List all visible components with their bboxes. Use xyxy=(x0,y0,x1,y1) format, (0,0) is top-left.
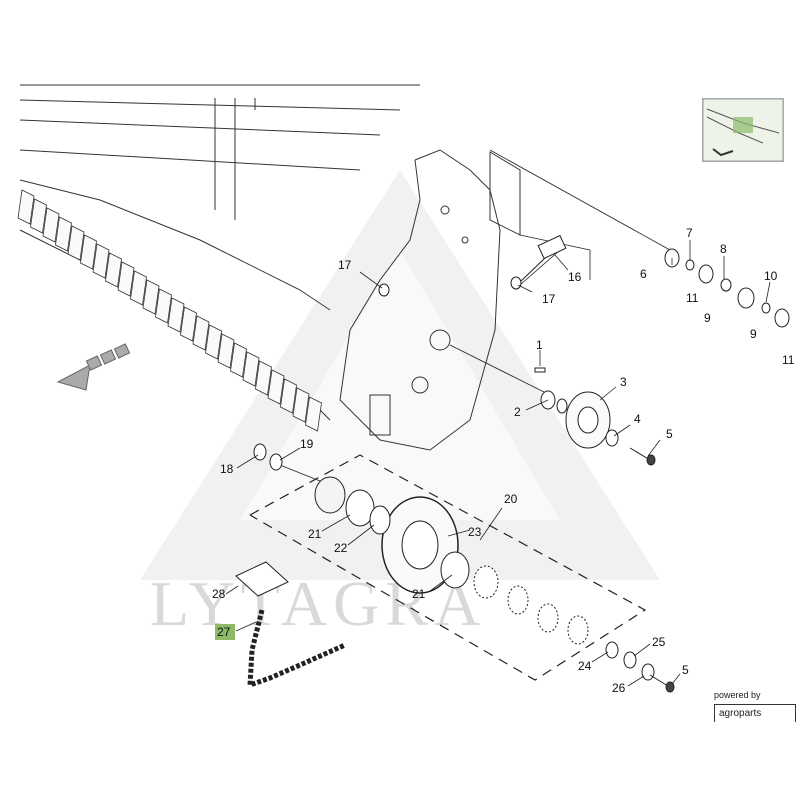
belt-slat xyxy=(305,396,322,432)
label-9-a[interactable]: 9 xyxy=(704,311,711,325)
label-11-b[interactable]: 11 xyxy=(782,353,795,367)
belt-slat xyxy=(205,324,222,360)
label-3[interactable]: 3 xyxy=(620,375,627,389)
belt-slat xyxy=(167,297,185,333)
label-28[interactable]: 28 xyxy=(212,587,226,601)
part-labels: 1 2 3 4 5 5 6 7 8 9 9 10 11 11 16 17 17 … xyxy=(212,226,795,695)
label-24[interactable]: 24 xyxy=(578,659,592,673)
label-25[interactable]: 25 xyxy=(652,635,666,649)
label-4[interactable]: 4 xyxy=(634,412,641,426)
belt-slat xyxy=(180,306,197,342)
highlight-27 xyxy=(215,624,235,640)
label-17-a[interactable]: 17 xyxy=(338,258,352,272)
powered-by-label: powered by xyxy=(714,690,761,700)
overview-thumbnail[interactable] xyxy=(702,98,784,162)
belt-slat xyxy=(117,261,135,297)
belt-slats xyxy=(17,189,322,432)
label-21-a[interactable]: 21 xyxy=(308,527,322,541)
belt-slat xyxy=(242,351,260,387)
belt-slat xyxy=(292,387,310,423)
label-22[interactable]: 22 xyxy=(334,541,348,555)
label-27[interactable]: 27 xyxy=(217,625,231,639)
belt-slat xyxy=(230,342,247,378)
label-23[interactable]: 23 xyxy=(468,525,482,539)
label-18[interactable]: 18 xyxy=(220,462,234,476)
powered-by-brand[interactable]: agroparts xyxy=(714,704,796,722)
label-9-b[interactable]: 9 xyxy=(750,327,757,341)
belt-slat xyxy=(192,315,210,351)
label-1[interactable]: 1 xyxy=(536,338,543,352)
label-6[interactable]: 6 xyxy=(640,267,647,281)
chain-27 xyxy=(247,609,347,689)
group-20-box xyxy=(249,454,647,681)
label-5-b[interactable]: 5 xyxy=(682,663,689,677)
belt-slat xyxy=(267,369,285,405)
label-2[interactable]: 2 xyxy=(514,405,521,419)
belt-slat xyxy=(142,279,160,315)
label-21-b[interactable]: 21 xyxy=(412,587,426,601)
belt-slat xyxy=(17,189,35,225)
label-5-a[interactable]: 5 xyxy=(666,427,673,441)
direction-arrow xyxy=(56,343,131,391)
belt-slat xyxy=(42,207,60,243)
belt-slat xyxy=(155,288,172,324)
label-10[interactable]: 10 xyxy=(764,269,778,283)
belt-slat xyxy=(80,234,97,270)
belt-slat xyxy=(67,225,85,261)
label-19[interactable]: 19 xyxy=(300,437,314,451)
belt-slat xyxy=(255,360,272,396)
label-7[interactable]: 7 xyxy=(686,226,693,240)
watermark: LYTAGRA xyxy=(140,170,660,639)
belt-slat xyxy=(55,216,72,252)
label-20[interactable]: 20 xyxy=(504,492,518,506)
label-16[interactable]: 16 xyxy=(568,270,582,284)
belt-slat xyxy=(217,333,235,369)
belt-slat xyxy=(92,243,110,279)
belt-slat xyxy=(130,270,147,306)
label-11-a[interactable]: 11 xyxy=(686,291,699,305)
leaders xyxy=(225,240,771,687)
parts xyxy=(235,234,790,693)
label-17-b[interactable]: 17 xyxy=(542,292,556,306)
belt-slat xyxy=(105,252,122,288)
label-26[interactable]: 26 xyxy=(612,681,626,695)
belt-slat xyxy=(30,198,47,234)
label-8[interactable]: 8 xyxy=(720,242,727,256)
belt-slat xyxy=(280,378,297,414)
